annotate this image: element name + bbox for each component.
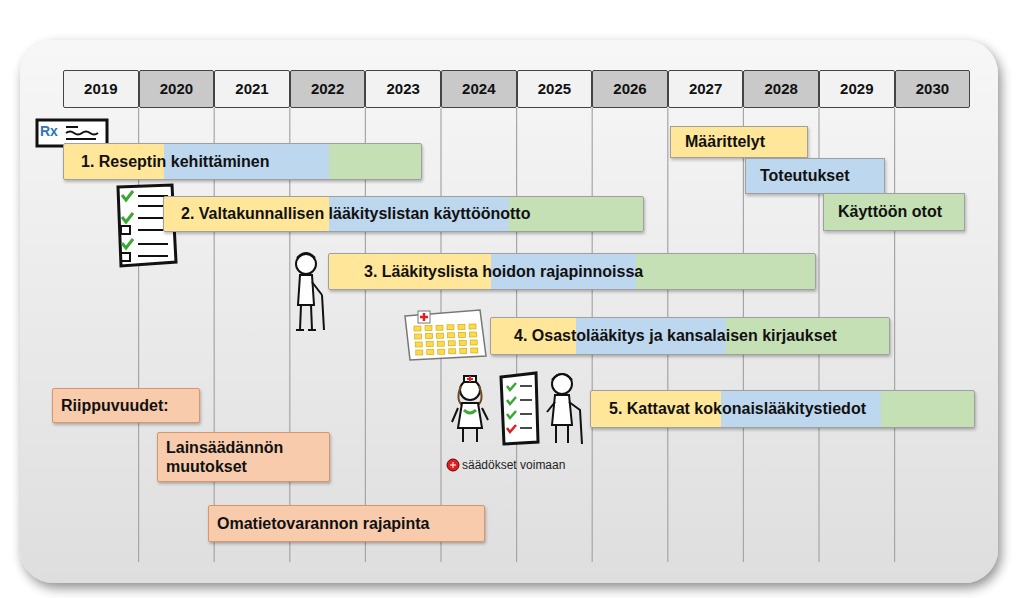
background-panel	[20, 40, 998, 583]
phase-bar: 2. Valtakunnallisen lääkityslistan käytt…	[163, 196, 644, 232]
care-illustration	[452, 373, 582, 444]
patient-figure	[296, 253, 324, 330]
phase-bar: 5. Kattavat kokonaislääkitystiedot	[590, 390, 975, 428]
year-label: 2028	[765, 80, 798, 98]
year-cell: 2026	[592, 70, 668, 108]
year-label: 2026	[613, 80, 646, 98]
phase-bar: 3. Lääkityslista hoidon rajapinnoissa	[328, 253, 816, 290]
year-label: 2025	[538, 80, 571, 98]
year-label: 2020	[160, 80, 193, 98]
year-cell: 2025	[517, 70, 593, 108]
year-label: 2021	[235, 80, 268, 98]
year-cell: 2023	[365, 70, 441, 108]
dependency-label: Omatietovarannon rajapinta	[217, 514, 430, 533]
legend-swatch: Määrittelyt	[670, 126, 808, 158]
year-label: 2030	[916, 80, 949, 98]
phase-title: 1. Reseptin kehittäminen	[81, 152, 270, 171]
milestone-marker	[447, 459, 459, 471]
year-cell: 2021	[214, 70, 290, 108]
year-label: 2027	[689, 80, 722, 98]
phase-bar: 4. Osastolääkitys ja kansalaisen kirjauk…	[490, 317, 890, 355]
year-label: 2023	[387, 80, 420, 98]
year-cell: 2022	[290, 70, 366, 108]
year-cell: 2030	[895, 70, 971, 108]
milestone-note: säädökset voimaan	[462, 458, 565, 472]
phase-title: 3. Lääkityslista hoidon rajapinnoissa	[364, 262, 643, 281]
year-label: 2022	[311, 80, 344, 98]
year-cell: 2027	[668, 70, 744, 108]
year-cell: 2024	[441, 70, 517, 108]
year-label: 2024	[462, 80, 495, 98]
year-cell: 2029	[819, 70, 895, 108]
phase-title: 4. Osastolääkitys ja kansalaisen kirjauk…	[514, 326, 837, 345]
dependency-label: Lainsäädännön muutokset	[166, 438, 321, 476]
phase-title: 2. Valtakunnallisen lääkityslistan käytt…	[181, 204, 530, 223]
legend-label: Määrittelyt	[685, 132, 765, 151]
dependency-label: Riippuvuudet:	[61, 396, 169, 415]
legend-swatch: Käyttöön otot	[823, 193, 965, 231]
dependency-box: Lainsäädännön muutokset	[157, 432, 330, 482]
dependency-box: Omatietovarannon rajapinta	[208, 505, 485, 542]
hospital-icon	[405, 310, 486, 360]
legend-label: Käyttöön otot	[838, 202, 942, 221]
year-cell: 2028	[743, 70, 819, 108]
prescription-symbol: Rx	[40, 123, 58, 139]
phase-bar: 1. Reseptin kehittäminen	[63, 143, 422, 180]
phase-title: 5. Kattavat kokonaislääkitystiedot	[609, 399, 866, 418]
year-label: 2019	[84, 80, 117, 98]
year-cell: 2020	[139, 70, 215, 108]
year-label: 2029	[840, 80, 873, 98]
dependency-box: Riippuvuudet:	[52, 388, 200, 423]
year-cell: 2019	[63, 70, 139, 108]
legend-swatch: Toteutukset	[745, 158, 885, 194]
legend-label: Toteutukset	[760, 166, 849, 185]
